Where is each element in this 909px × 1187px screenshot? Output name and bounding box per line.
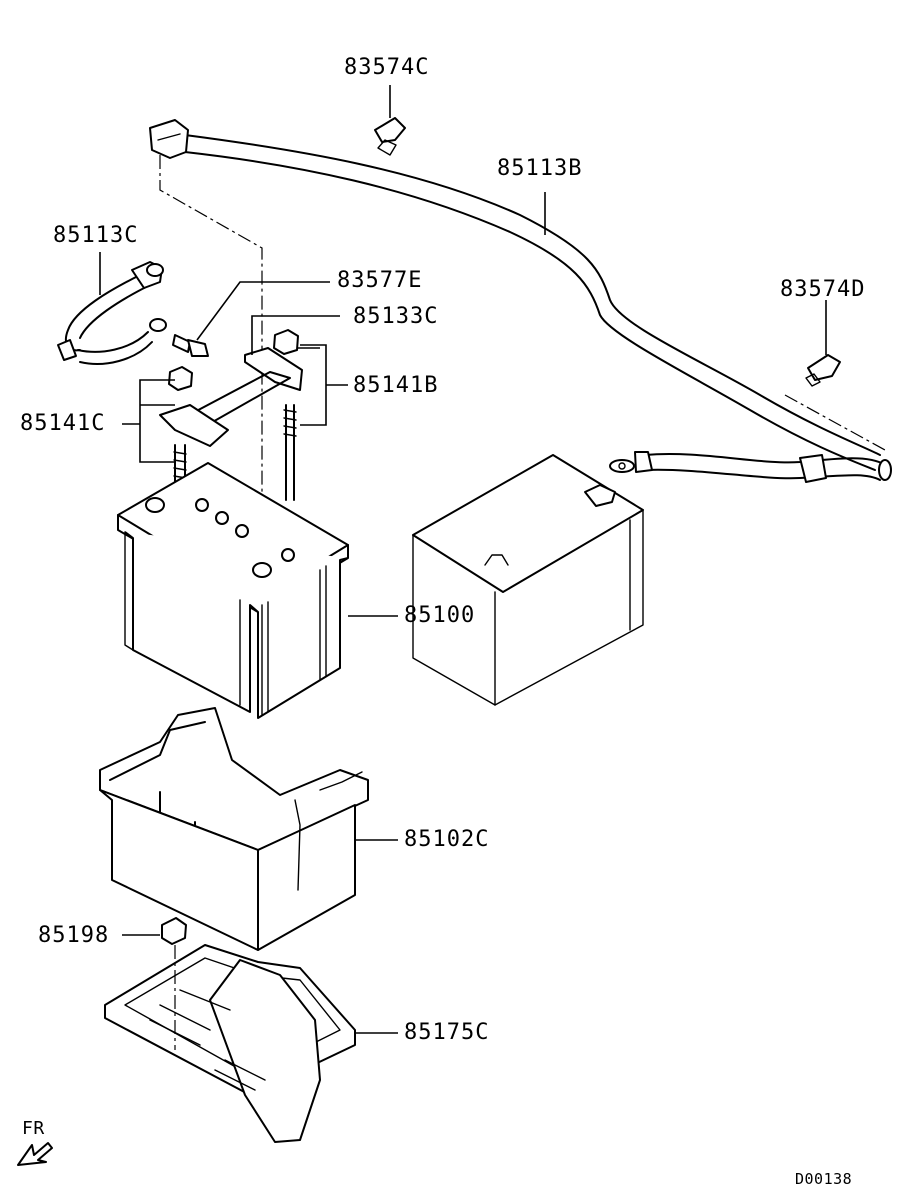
leader-lines [298,192,546,349]
front-arrow-icon [17,1142,53,1166]
label-85198: 85198 [38,923,110,948]
bracket-85133c [159,315,340,447]
diagram-code: D00138 [795,1170,853,1187]
label-85141b: 85141B [353,373,439,398]
cable-85113c [57,252,167,365]
label-85141c: 85141C [20,411,106,436]
clip-83574d [805,300,841,387]
label-85133c: 85133C [353,304,439,329]
label-85100: 85100 [404,603,476,628]
battery-85100 [117,462,398,719]
label-83574d: 83574D [780,277,866,302]
nut-85198 [122,917,187,1050]
bolt-83577e [172,281,330,357]
assembly-centerlines [159,155,886,540]
battery-outline-alt [412,454,644,706]
tray-85102c [99,707,398,951]
cable-85113b [149,119,892,483]
label-83574c: 83574C [344,55,430,80]
label-85102c: 85102C [404,827,490,852]
clip-83574c [374,85,406,156]
front-direction-label: FR [22,1118,45,1139]
label-85113c: 85113C [53,223,139,248]
label-85113b: 85113B [497,156,583,181]
baseplate-85175c [104,944,398,1143]
label-83577e: 83577E [337,268,423,293]
label-85175c: 85175C [404,1020,490,1045]
